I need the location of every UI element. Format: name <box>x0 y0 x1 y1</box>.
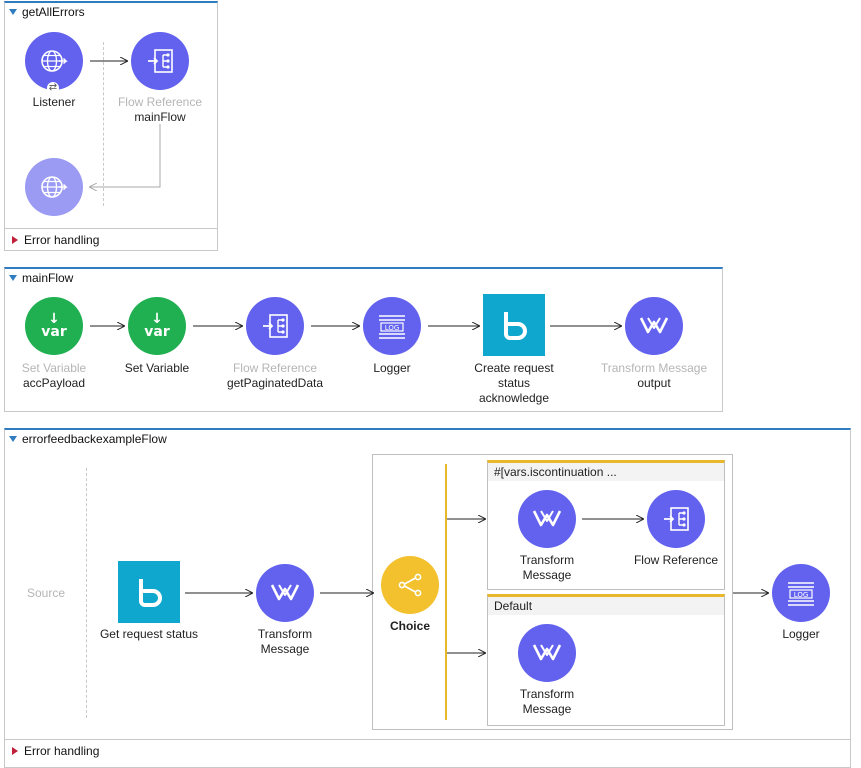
transform-message-node[interactable] <box>625 297 683 355</box>
transform-message-label: Transform Message <box>519 553 575 582</box>
choice-label: Choice <box>389 619 430 633</box>
transform-icon <box>270 584 300 601</box>
var-icon: ↓var <box>144 311 170 340</box>
set-variable-node[interactable]: ↓var <box>128 297 186 355</box>
flow-reference-label: Flow Reference getPaginatedData <box>226 361 324 390</box>
expand-icon[interactable] <box>12 235 18 244</box>
choice-icon <box>398 573 422 597</box>
transform-icon <box>532 644 562 661</box>
flow-reference-node[interactable] <box>246 297 304 355</box>
source-placeholder[interactable]: Source <box>27 586 66 600</box>
flow-name: errorfeedbackexampleFlow <box>22 432 167 446</box>
response-node[interactable] <box>25 158 83 216</box>
transform-icon <box>639 317 669 334</box>
error-handling-label: Error handling <box>24 743 100 758</box>
error-handling-bar[interactable]: Error handling <box>5 739 850 761</box>
create-request-status-node[interactable] <box>483 294 545 356</box>
flow-title-errorfeedbackexampleflow[interactable]: errorfeedbackexampleFlow <box>9 432 167 446</box>
get-request-status-node[interactable] <box>118 561 180 623</box>
source-divider <box>86 468 87 718</box>
listener-label: Listener <box>32 95 76 109</box>
flow-reference-label: Flow Reference mainFlow <box>117 95 203 124</box>
choice-route-bar <box>445 464 447 720</box>
flow-name: mainFlow <box>22 271 74 285</box>
collapse-icon[interactable] <box>9 275 17 281</box>
flow-reference-icon <box>263 314 288 338</box>
transform-icon <box>532 510 562 527</box>
transform-message-node[interactable] <box>256 564 314 622</box>
log-icon: LOG <box>788 582 814 606</box>
transform-message-node[interactable] <box>518 624 576 682</box>
collapse-icon[interactable] <box>9 436 17 442</box>
transform-message-node[interactable] <box>518 490 576 548</box>
source-divider <box>103 42 104 206</box>
route-default-label: Default <box>488 597 724 615</box>
get-request-status-label: Get request status <box>99 627 199 641</box>
flow-reference-node[interactable] <box>131 32 189 90</box>
flow-mainflow: mainFlow <box>4 267 723 412</box>
b-connector-icon <box>139 579 162 607</box>
flow-name: getAllErrors <box>22 5 85 19</box>
transform-message-label: Transform Message <box>257 627 313 656</box>
var-icon: ↓var <box>41 311 67 340</box>
logger-label: Logger <box>373 361 411 375</box>
globe-icon <box>41 176 68 198</box>
b-connector-icon <box>504 312 527 340</box>
flow-reference-node[interactable] <box>647 490 705 548</box>
sync-icon: ⇄ <box>47 82 59 94</box>
transform-message-label: Transform Message <box>519 687 575 716</box>
collapse-icon[interactable] <box>9 9 17 15</box>
flow-reference-label: Flow Reference <box>633 553 719 567</box>
flow-reference-icon <box>664 507 689 531</box>
log-icon: LOG <box>379 315 405 339</box>
error-handling-bar[interactable]: Error handling <box>5 228 217 250</box>
logger-label: Logger <box>782 627 820 641</box>
flow-reference-icon <box>148 49 173 73</box>
set-variable-node[interactable]: ↓var <box>25 297 83 355</box>
error-handling-label: Error handling <box>24 232 100 247</box>
globe-icon <box>41 50 68 72</box>
route-condition: #[vars.iscontinuation ... <box>488 463 724 481</box>
expand-icon[interactable] <box>12 746 18 755</box>
logger-node[interactable]: LOG <box>772 564 830 622</box>
logger-node[interactable]: LOG <box>363 297 421 355</box>
set-variable-label: Set Variable accPayload <box>21 361 87 390</box>
svg-text:LOG: LOG <box>385 324 400 332</box>
choice-node[interactable] <box>381 556 439 614</box>
transform-message-label: Transform Message output <box>600 361 708 390</box>
listener-node[interactable] <box>25 32 83 90</box>
flow-title-getallerrors[interactable]: getAllErrors <box>9 5 85 19</box>
set-variable-label: Set Variable <box>124 361 190 375</box>
create-request-status-label: Create request status acknowledge <box>474 361 554 405</box>
svg-text:LOG: LOG <box>794 591 809 599</box>
flow-title-mainflow[interactable]: mainFlow <box>9 271 73 285</box>
